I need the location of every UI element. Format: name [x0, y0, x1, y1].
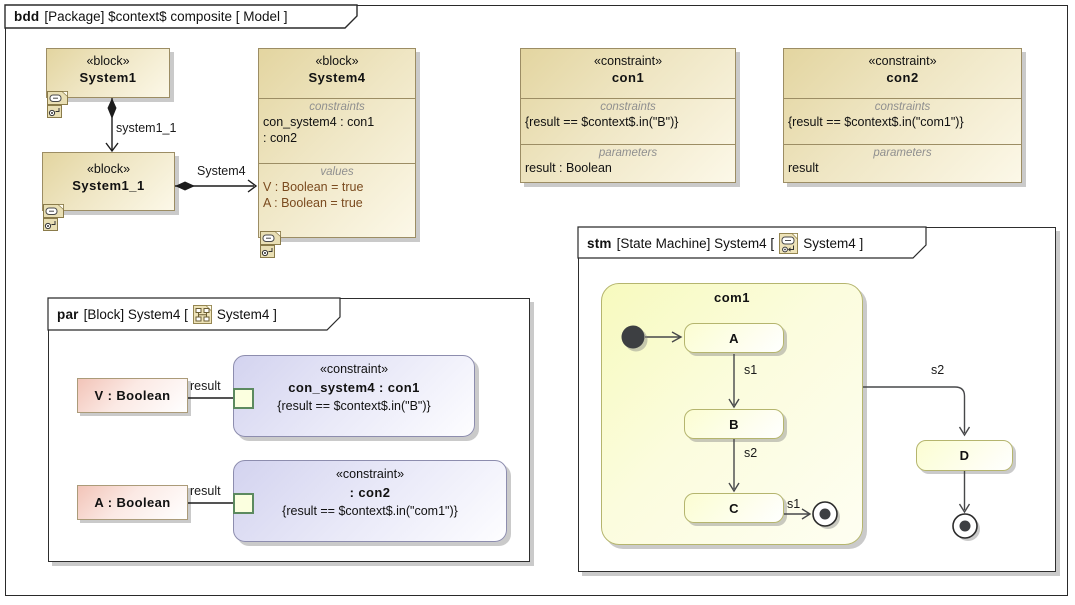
parameters-compartment-label: parameters — [873, 147, 932, 159]
system4-values-compartment: values V : Boolean = true A : Boolean = … — [259, 163, 415, 239]
system1-1-stereotype: «block» — [86, 162, 131, 176]
stm-frame-name: [State Machine] System4 [ — [616, 235, 775, 251]
state-b[interactable]: B — [684, 409, 784, 439]
state-c[interactable]: C — [684, 493, 784, 523]
transition-trigger-label[interactable]: s1 — [787, 497, 801, 511]
system4-constraints-compartment: constraints con_system4 : con1 : con2 — [259, 98, 415, 163]
state-b-label: B — [729, 416, 739, 432]
usage-arrow-badge-icon[interactable] — [43, 218, 58, 231]
con2-stereotype: «constraint» — [868, 54, 937, 68]
state-a-label: A — [729, 330, 739, 346]
stm-frame-kind: stm — [587, 235, 612, 251]
state-machine-diagram-icon — [779, 232, 799, 254]
state-d[interactable]: D — [916, 440, 1013, 471]
con1-stereotype: «constraint» — [593, 54, 663, 68]
constraint-property-con2[interactable]: «constraint» : con2 {result == $context$… — [233, 460, 507, 542]
con2-name: con2 — [886, 70, 919, 85]
com1-title: com1 — [714, 290, 750, 305]
usage-arrow-badge-icon[interactable] — [47, 105, 62, 118]
transition-trigger-label[interactable]: s1 — [744, 363, 758, 377]
con2-parameters-compartment: parameters result — [784, 144, 1021, 184]
system1-1-name: System1_1 — [72, 178, 145, 193]
part-a-label: A : Boolean — [94, 495, 171, 510]
stm-frame-ref: System4 ] — [803, 235, 864, 251]
block-system1[interactable]: «block» System1 — [46, 48, 170, 98]
constraint1-name: con_system4 : con1 — [288, 380, 420, 395]
constraint-parameter-port[interactable] — [233, 493, 254, 514]
constraint-block-con2[interactable]: «constraint» con2 constraints {result ==… — [783, 48, 1022, 183]
system4-constraint-line: con_system4 : con1 — [263, 115, 375, 129]
constraint-block-con1[interactable]: «constraint» con1 constraints {result ==… — [520, 48, 736, 183]
state-machine-badge-icon[interactable] — [47, 91, 68, 105]
system4-stereotype: «block» — [315, 54, 359, 68]
par-frame-kind: par — [57, 306, 79, 322]
state-c-label: C — [729, 500, 739, 516]
usage-arrow-badge-icon[interactable] — [260, 245, 275, 258]
system1-stereotype: «block» — [86, 54, 130, 68]
con1-parameter: result : Boolean — [525, 161, 612, 175]
par-frame-title: par [Block] System4 [ System4 ] — [57, 303, 277, 325]
values-compartment-label: values — [320, 166, 354, 178]
connector-end-label[interactable]: result — [190, 379, 221, 393]
bdd-frame-title: bdd [Package] $context$ composite [ Mode… — [14, 7, 287, 26]
con2-parameter: result — [788, 161, 819, 175]
constraint-parameter-port[interactable] — [233, 388, 254, 409]
constraint2-name: : con2 — [349, 485, 391, 500]
parameters-compartment-label: parameters — [598, 147, 658, 159]
constraints-compartment-label: constraints — [874, 101, 931, 113]
con1-name: con1 — [611, 70, 645, 85]
part-v-label: V : Boolean — [94, 388, 171, 403]
con1-expression: {result == $context$.in("B")} — [525, 115, 679, 129]
association-role-label[interactable]: system1_1 — [116, 121, 177, 135]
parametric-diagram-icon — [192, 304, 212, 324]
con1-constraints-compartment: constraints {result == $context$.in("B")… — [521, 98, 735, 144]
system4-name: System4 — [308, 70, 366, 85]
constraint2-expression: {result == $context$.in("com1")} — [282, 504, 458, 518]
state-d-label: D — [959, 448, 970, 463]
stm-frame-title: stm [State Machine] System4 [ System4 ] — [587, 232, 863, 254]
transition-trigger-label[interactable]: s2 — [744, 446, 758, 460]
par-frame-ref: System4 ] — [216, 306, 277, 322]
system4-value-line: A : Boolean = true — [263, 196, 363, 210]
con2-expression: {result == $context$.in("com1")} — [788, 115, 964, 129]
bdd-frame-kind: bdd — [14, 9, 40, 24]
par-frame-name: [Block] System4 [ — [83, 306, 188, 322]
con1-parameters-compartment: parameters result : Boolean — [521, 144, 735, 184]
state-machine-badge-icon[interactable] — [43, 204, 64, 218]
con2-constraints-compartment: constraints {result == $context$.in("com… — [784, 98, 1021, 144]
constraints-compartment-label: constraints — [309, 101, 365, 113]
system1-name: System1 — [79, 70, 137, 85]
block-system4[interactable]: «block» System4 constraints con_system4 … — [258, 48, 416, 238]
constraint-property-con-system4[interactable]: «constraint» con_system4 : con1 {result … — [233, 355, 475, 437]
part-a-boolean[interactable]: A : Boolean — [77, 485, 188, 520]
association-role-label[interactable]: System4 — [197, 164, 246, 178]
constraints-compartment-label: constraints — [600, 101, 656, 113]
block-system1-1[interactable]: «block» System1_1 — [42, 152, 175, 211]
system4-constraint-line: : con2 — [263, 131, 298, 145]
constraint1-stereotype: «constraint» — [319, 362, 389, 376]
constraint1-expression: {result == $context$.in("B")} — [277, 399, 431, 413]
system4-value-line: V : Boolean = true — [263, 180, 364, 194]
bdd-frame-name: [Package] $context$ composite [ Model ] — [44, 9, 288, 24]
state-a[interactable]: A — [684, 323, 784, 353]
part-v-boolean[interactable]: V : Boolean — [77, 378, 188, 413]
state-machine-badge-icon[interactable] — [260, 231, 281, 245]
connector-end-label[interactable]: result — [190, 484, 221, 498]
constraint2-stereotype: «constraint» — [335, 467, 405, 481]
transition-trigger-label[interactable]: s2 — [931, 363, 945, 377]
